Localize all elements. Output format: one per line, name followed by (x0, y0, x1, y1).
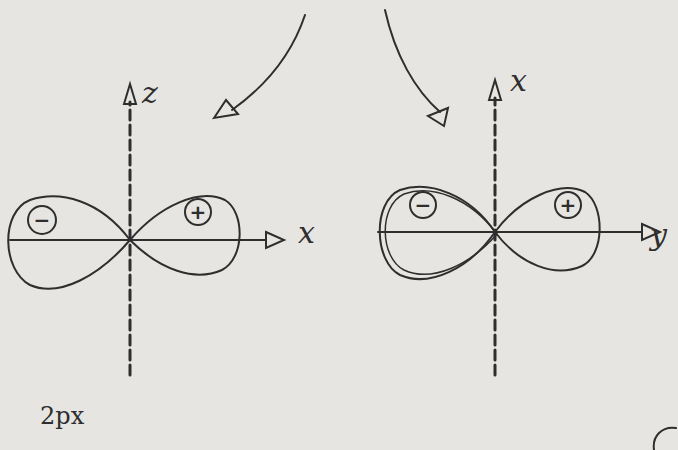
axis-label: 2px (40, 404, 84, 428)
sign-circle: − (27, 205, 57, 235)
lobe-sign: + (560, 195, 577, 215)
axis-label: z (142, 78, 158, 108)
lobe-sign: − (34, 210, 51, 230)
sign-circle: + (184, 198, 212, 226)
lobe-sign: − (415, 195, 432, 215)
axis-label: x (510, 66, 527, 96)
axis-label: x (298, 218, 315, 248)
axis-label: y (650, 220, 667, 250)
lobe-sign: + (190, 202, 207, 222)
sign-circle: + (554, 191, 582, 219)
sign-circle: − (409, 191, 437, 219)
